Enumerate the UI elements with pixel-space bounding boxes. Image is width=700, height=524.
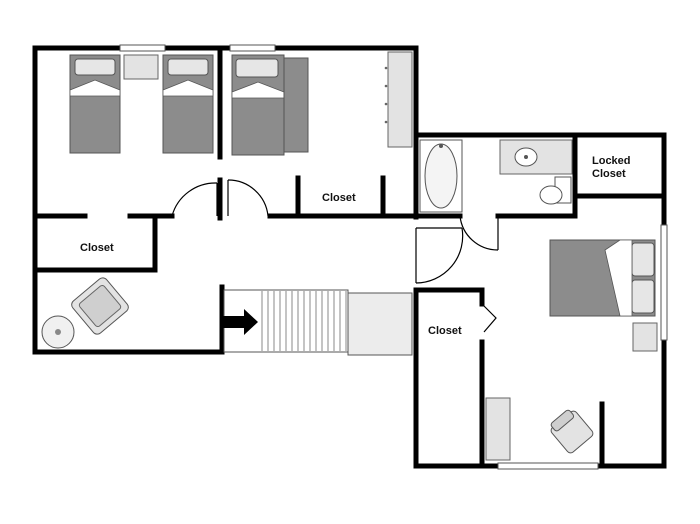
armchair-master <box>550 409 594 454</box>
stairs <box>223 289 413 356</box>
windows <box>119 44 668 470</box>
armchair-living <box>71 277 129 335</box>
doors <box>171 179 499 333</box>
bed-left-2 <box>162 54 214 154</box>
bed-master <box>549 239 656 317</box>
toilet <box>539 176 572 205</box>
arrow-right-icon <box>222 309 258 335</box>
bathtub <box>419 139 463 213</box>
label-locked-closet-line1: Locked <box>592 155 631 167</box>
dresser-middle <box>384 51 413 148</box>
label-closet-left: Closet <box>80 242 114 254</box>
vanity-sink <box>499 139 573 175</box>
nightstand-master <box>632 322 658 352</box>
side-table-living <box>41 315 75 349</box>
label-closet-middle: Closet <box>322 192 356 204</box>
nightstand-left <box>123 54 159 80</box>
desk-master <box>485 397 511 461</box>
label-locked-closet-line2: Closet <box>592 168 626 180</box>
bed-left-1 <box>69 54 121 154</box>
bed-middle <box>231 54 309 156</box>
label-closet-right: Closet <box>428 325 462 337</box>
